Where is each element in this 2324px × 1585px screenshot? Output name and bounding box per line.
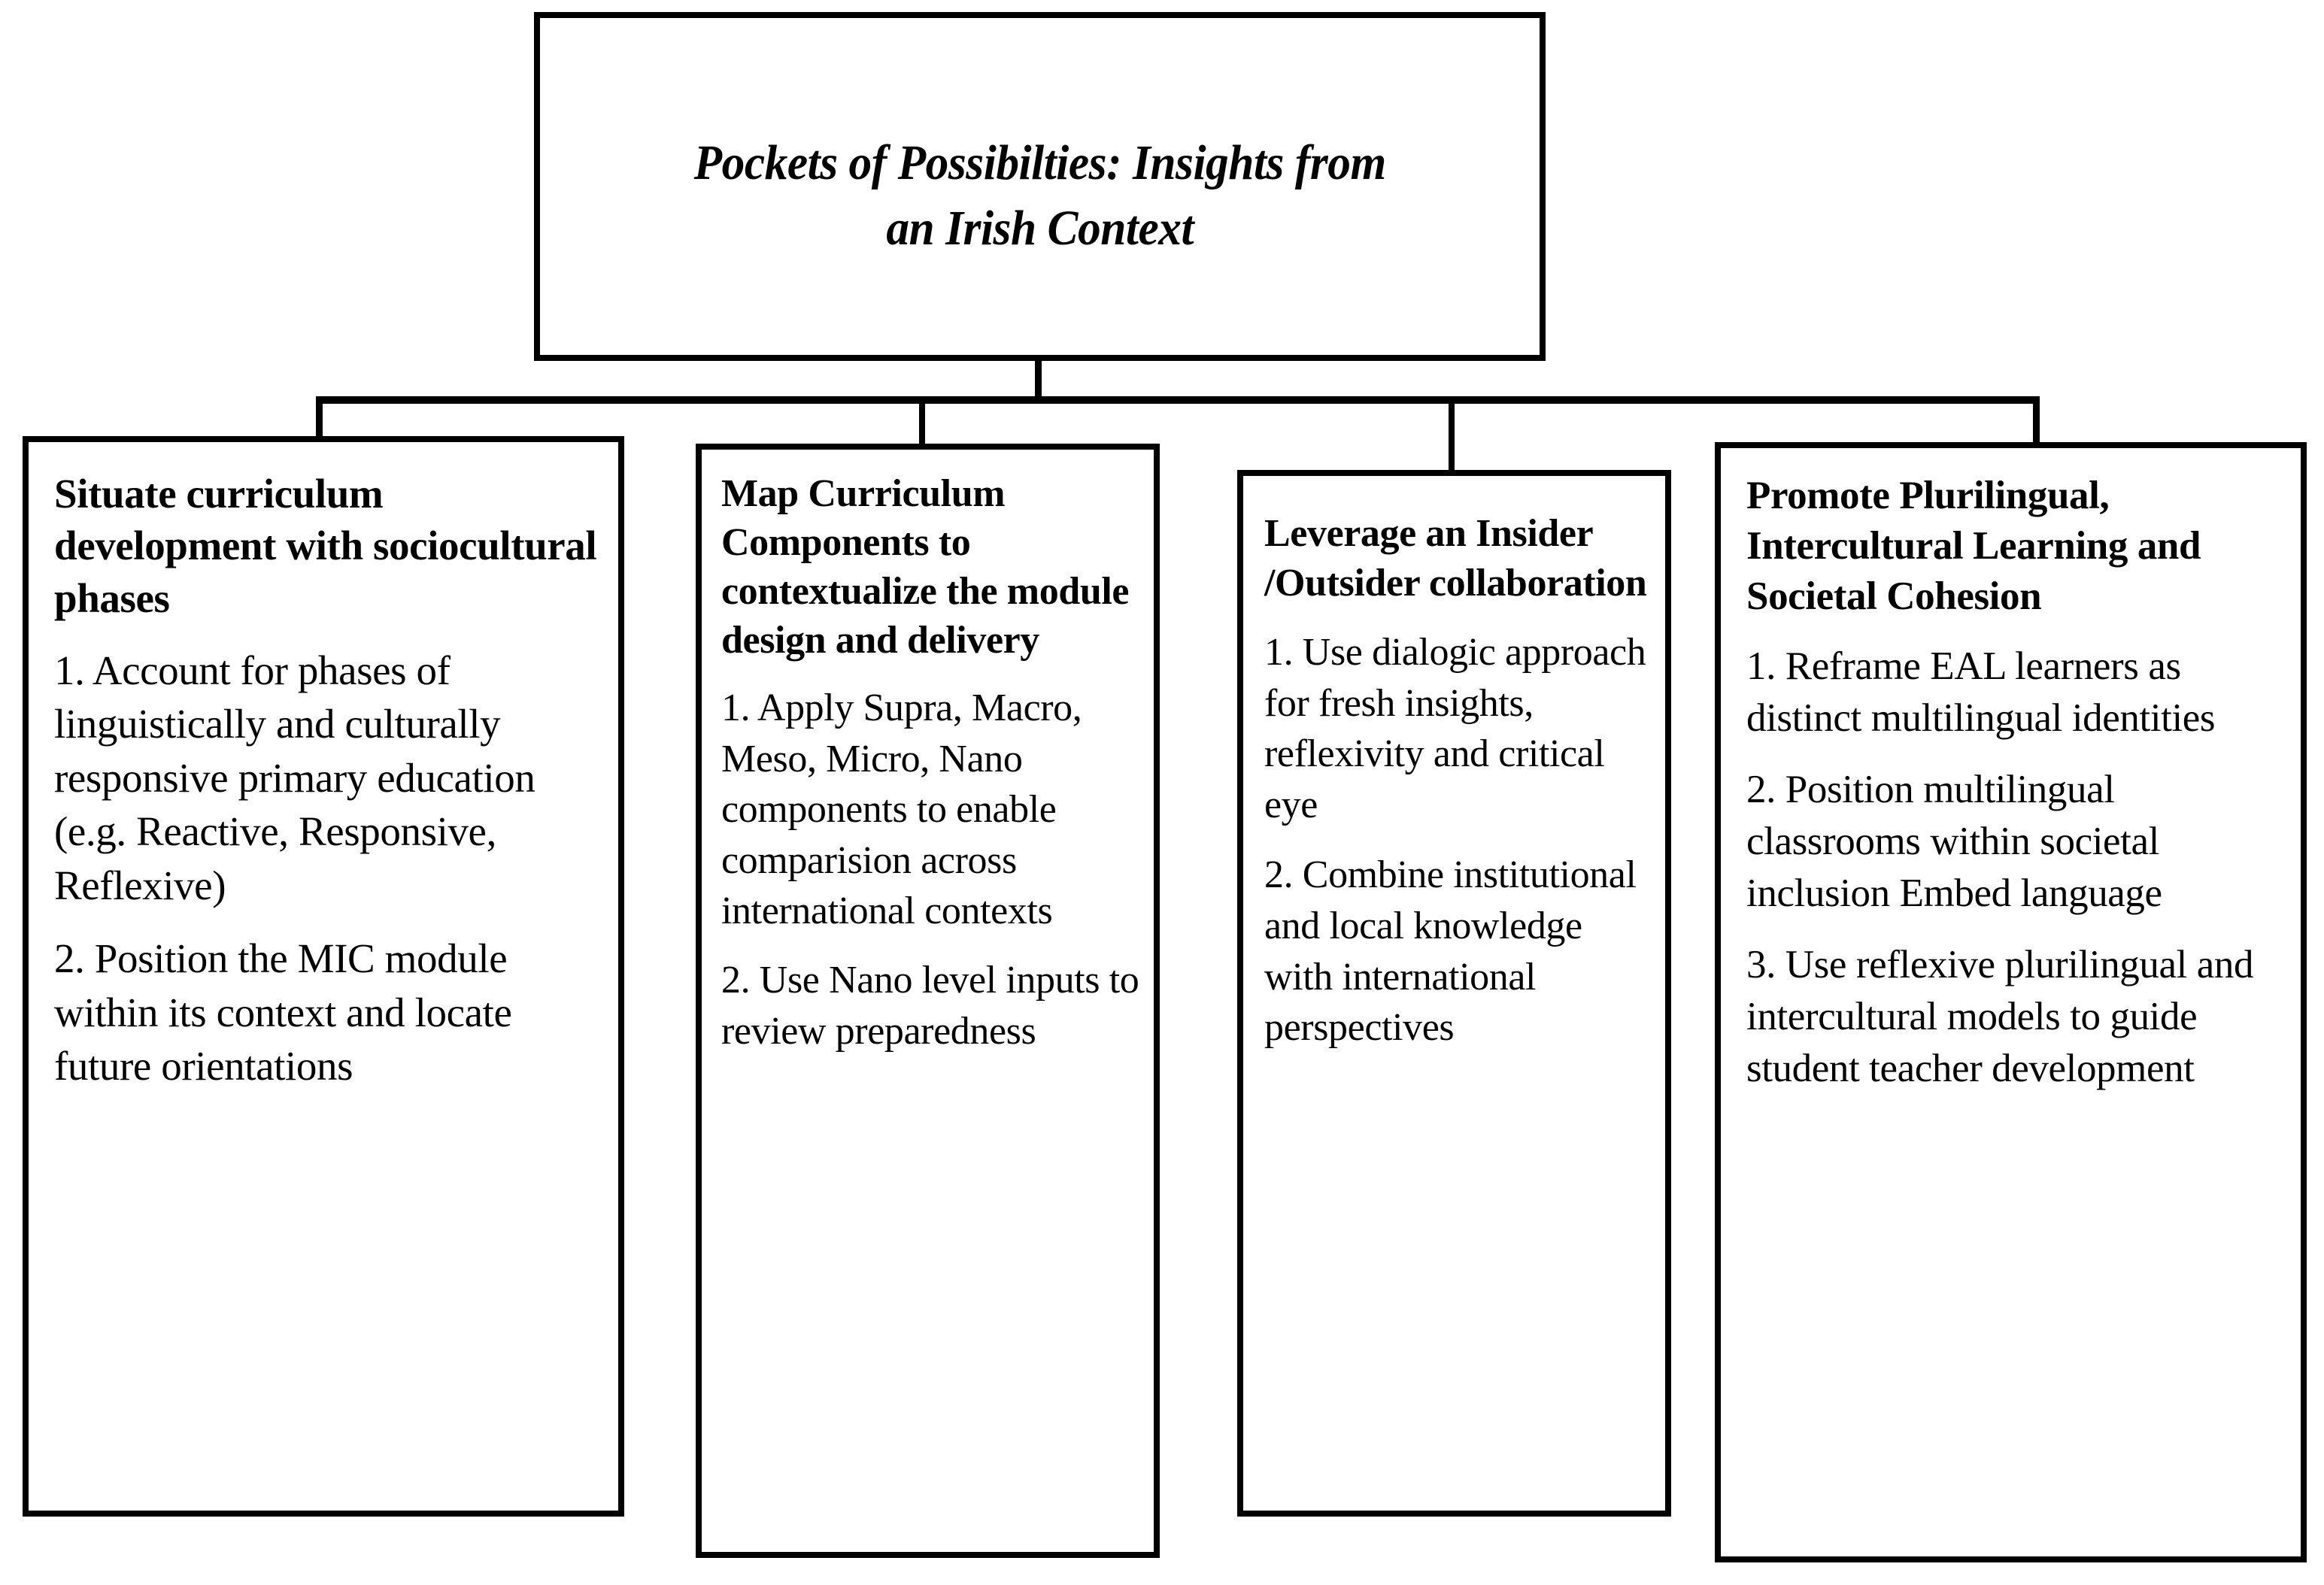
node-2-item-2: 2. Use Nano level inputs to review prepa…	[721, 958, 1139, 1053]
node-3-heading: Leverage an Insider /Outsider collaborat…	[1264, 512, 1647, 605]
connector-drop-to-node-2	[919, 396, 925, 446]
node-4-heading: Promote Plurilingual, Intercultural Lear…	[1746, 474, 2201, 618]
connector-trunk-vertical	[1035, 359, 1042, 402]
node-4-item-2: 2. Position multilingual classrooms with…	[1746, 768, 2162, 915]
node-map-curriculum-components: Map Curriculum Components to contextuali…	[696, 444, 1160, 1558]
node-1-item-1: 1. Account for phases of linguistically …	[54, 647, 535, 908]
node-leverage-insider-outsider: Leverage an Insider /Outsider collaborat…	[1237, 470, 1671, 1517]
node-3-item-2: 2. Combine institutional and local knowl…	[1264, 853, 1637, 1050]
root-node-title-box: Pockets of Possibilties: Insights from a…	[534, 12, 1546, 361]
node-promote-plurilingual: Promote Plurilingual, Intercultural Lear…	[1715, 442, 2307, 1562]
node-2-item-1: 1. Apply Supra, Macro, Meso, Micro, Nano…	[721, 686, 1082, 933]
node-1-item-2: 2. Position the MIC module within its co…	[54, 935, 512, 1089]
node-1-heading: Situate curriculum development with soci…	[54, 471, 597, 621]
node-situate-curriculum: Situate curriculum development with soci…	[23, 436, 624, 1517]
root-title-line-2: an Irish Context	[886, 201, 1194, 256]
node-4-item-1: 1. Reframe EAL learners as distinct mult…	[1746, 644, 2216, 741]
node-3-item-1: 1. Use dialogic approach for fresh insig…	[1264, 631, 1646, 826]
node-4-item-3: 3. Use reflexive plurilingual and interc…	[1746, 942, 2254, 1090]
node-2-heading: Map Curriculum Components to contextuali…	[721, 472, 1130, 662]
connector-drop-to-node-3	[1449, 396, 1455, 471]
connector-horizontal-bus	[316, 396, 2040, 404]
connector-drop-to-node-4	[2033, 396, 2040, 446]
connector-drop-to-node-1	[316, 396, 323, 438]
root-node-title-text: Pockets of Possibilties: Insights from a…	[660, 130, 1419, 261]
root-title-line-1: Pockets of Possibilties: Insights from	[693, 135, 1386, 190]
